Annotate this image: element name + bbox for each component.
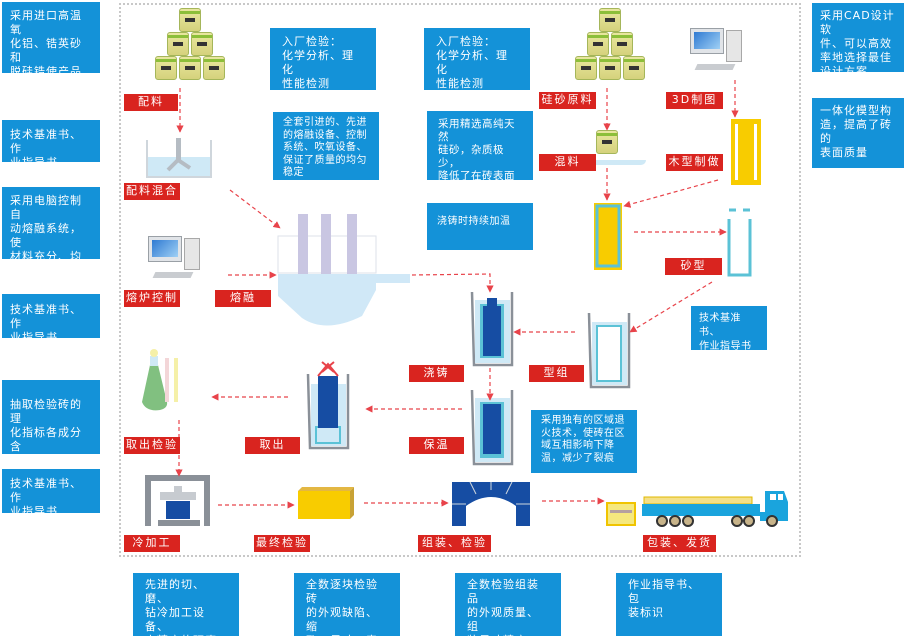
step-melting: 熔融 — [215, 290, 271, 307]
note-cold-working: 先进的切、磨、 钻冷加工设备、 高精度的研磨加 工能力 — [133, 573, 239, 638]
step-3d-drawing: 3D制图 — [666, 92, 723, 109]
note-tech-standard-3: 技术基准书、作 业指导书 — [2, 469, 100, 518]
note-tech-standard-1: 技术基准书、作 业指导书 — [2, 120, 100, 169]
note-sampling-inspection: 抽取检验砖的理 化指标各成分含 量和物理参考等 — [2, 380, 100, 481]
process-frame — [119, 3, 801, 557]
note-assembly-inspection: 全数检验组装品 的外观质量、组 装尺寸精度、砖 缝、标记等 — [455, 573, 561, 638]
note-auto-melting: 采用电脑控制自 动熔融系统，使 材料充分、均匀 熔融 — [2, 187, 100, 291]
step-assembly-inspection: 组装、检验 — [418, 535, 491, 552]
step-casting: 浇铸 — [409, 365, 464, 382]
step-takeout-inspection: 取出检验 — [124, 437, 180, 454]
note-raw-materials: 采用进口高温氧 化铝、锆英砂和 脱硅锆使产品质 地纯净、晶相结 构合理 — [2, 2, 100, 134]
silica-sand-cans-icon — [570, 8, 650, 88]
note-silica-sand: 采用精选高纯天然 硅砂，杂质极少， 降低了在砖表面的 熔结 — [427, 111, 533, 208]
note-final-inspection: 全数逐块检验砖 的外观缺陷、缩 孔、尺寸、表面 精度、重量等 — [294, 573, 400, 638]
mixing-can-icon — [590, 130, 650, 170]
step-silica-raw: 硅砂原料 — [539, 92, 596, 109]
note-tech-standard-mold: 技术基准书、 作业指导书 — [691, 306, 767, 352]
step-batch-mixing: 配料混合 — [124, 183, 180, 200]
step-wood-pattern: 木型制做 — [666, 154, 723, 171]
step-mixing: 混料 — [539, 154, 596, 171]
step-final-inspection: 最终检验 — [254, 535, 310, 552]
step-insulation: 保温 — [409, 437, 464, 454]
note-integrated-mold: 一体化模型构 造，提高了砖的 表面质量 — [812, 98, 904, 168]
step-furnace-control: 熔炉控制 — [124, 290, 180, 307]
note-packing: 作业指导书、包 装标识 — [616, 573, 722, 636]
note-tech-standard-2: 技术基准书、作 业指导书 — [2, 294, 100, 344]
raw-material-cans-icon — [150, 8, 230, 88]
step-sand-mold: 砂型 — [665, 258, 722, 275]
step-mold-assembly: 型组 — [529, 365, 584, 382]
step-cold-working: 冷加工 — [124, 535, 180, 552]
furnace-control-computer-icon — [146, 236, 206, 288]
note-melting-equipment: 全套引进的、先进 的熔融设备、控制 系统、吹氧设备、 保证了质量的均匀 稳定 — [273, 112, 379, 180]
note-incoming-inspection-2: 入厂检验： 化学分析、理化 性能检测 — [424, 28, 530, 90]
note-incoming-inspection-1: 入厂检验： 化学分析、理化 性能检测 — [270, 28, 376, 90]
step-batching: 配料 — [124, 94, 178, 111]
step-packing-shipping: 包装、发货 — [643, 535, 716, 552]
note-zone-annealing: 采用独有的区域退 火技术，使砖在区 域互相影响下降 温，减少了裂痕 — [531, 410, 637, 473]
computer-icon — [688, 28, 748, 80]
note-cad-design: 采用CAD设计软 件、可以高效 率地选择最佳 设计方案 — [812, 3, 904, 78]
note-continuous-heating: 浇铸时持续加温 — [427, 203, 533, 250]
step-takeout: 取出 — [245, 437, 300, 454]
